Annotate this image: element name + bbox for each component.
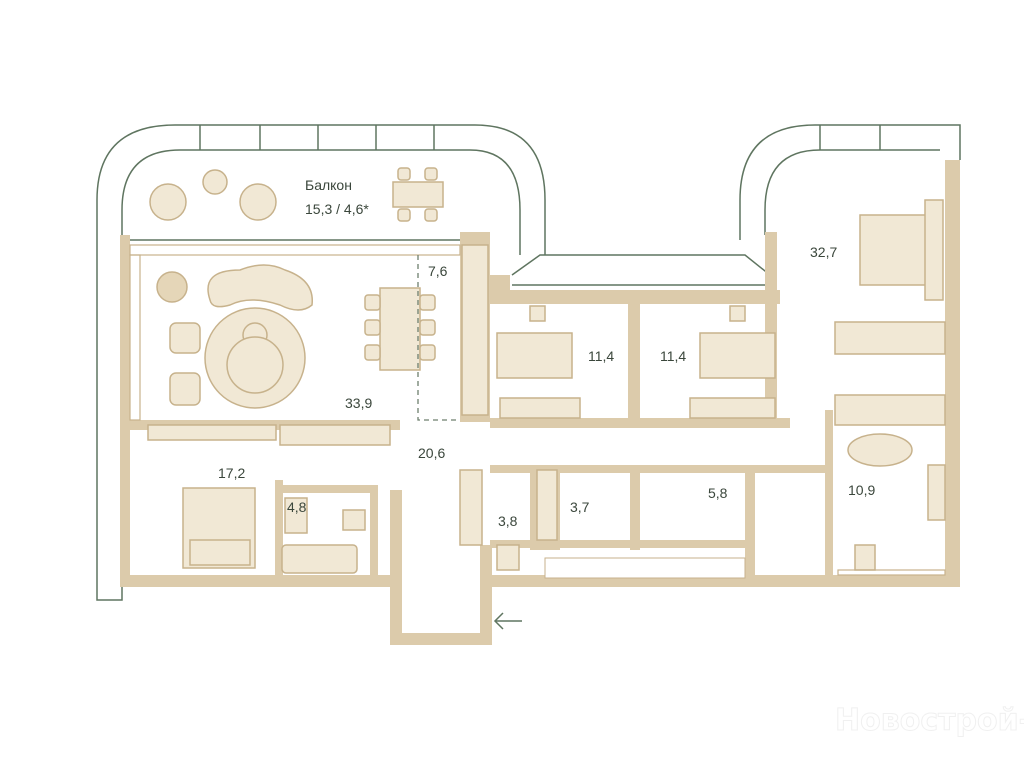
room-area-bedroom-left: 17,2	[218, 465, 245, 481]
bedroom-left-furniture	[182, 487, 366, 574]
room-area-bedroom-mid-1: 11,4	[588, 348, 614, 364]
room-area-master-bath: 10,9	[848, 482, 875, 498]
room-area-kitchen: 7,6	[428, 263, 448, 279]
watermark: Новострой-М	[835, 703, 1024, 738]
room-area-master: 32,7	[810, 244, 837, 260]
tower-railing	[739, 124, 961, 240]
room-area-wc-2: 5,8	[708, 485, 728, 501]
room-area-living: 33,9	[345, 395, 372, 411]
room-area-storage: 3,8	[498, 513, 518, 529]
room-area-bath-left: 4,8	[287, 499, 307, 515]
master-furniture	[459, 199, 946, 576]
balcony-furniture	[149, 167, 444, 222]
mid-bedrooms-furniture	[496, 305, 776, 419]
room-area-wc-1: 3,7	[570, 499, 590, 515]
room-area-hall: 20,6	[418, 445, 445, 461]
balcony-label: Балкон	[305, 177, 352, 193]
balcony-area: 15,3 / 4,6*	[305, 201, 369, 217]
living-furniture	[129, 239, 489, 446]
bay-window	[511, 254, 771, 286]
arrow-left-icon	[493, 612, 522, 630]
room-area-bedroom-mid-2: 11,4	[660, 348, 686, 364]
